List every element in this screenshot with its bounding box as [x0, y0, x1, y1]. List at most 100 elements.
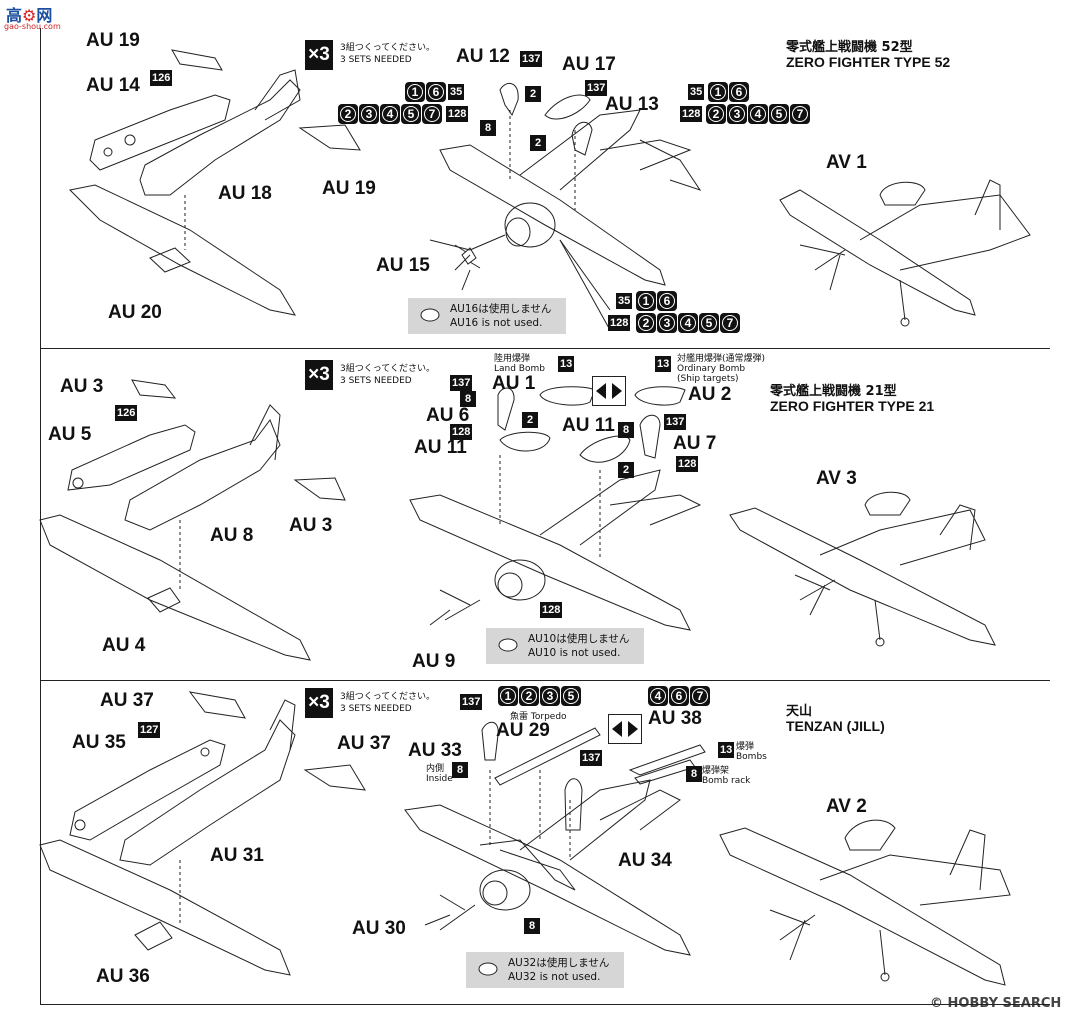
- s2-label-au11-left: AU 11: [414, 437, 467, 458]
- s2-fuselage-parts: [39, 379, 346, 661]
- s1-circles-a3: 1 6: [636, 291, 677, 311]
- s2-label-au5: AU 5: [48, 424, 92, 445]
- s2-badge-8b: 8: [618, 422, 634, 438]
- circled-number: 2: [519, 686, 539, 706]
- s1-fuselage-parts: [68, 49, 361, 316]
- s3-badge-137a: 137: [460, 694, 483, 710]
- s3-label-au38: AU 38: [648, 708, 702, 729]
- s1-circles-b1: 2 3 4 5 7: [338, 104, 442, 124]
- s2-title-en: ZERO FIGHTER TYPE 21: [770, 398, 935, 414]
- s2-label-au3-top: AU 3: [60, 376, 104, 397]
- s1-sets-en: 3 SETS NEEDED: [340, 55, 412, 65]
- s2-unused-note: AU10は使用しません AU10 is not used.: [486, 628, 644, 664]
- circled-number: 6: [669, 686, 689, 706]
- s1-label-au12: AU 12: [456, 46, 510, 67]
- s3-label-au36: AU 36: [96, 966, 150, 987]
- s3-label-au34: AU 34: [618, 850, 672, 871]
- s2-badge-128c: 128: [540, 602, 563, 618]
- circled-number: 2: [706, 104, 726, 124]
- s2-label-au9: AU 9: [412, 651, 456, 672]
- s2-badge-8a: 8: [460, 391, 476, 407]
- s3-title-jp: 天山: [786, 704, 813, 719]
- s3-label-au30: AU 30: [352, 918, 406, 939]
- s2-label-au2: AU 2: [688, 384, 732, 405]
- s3-circles-b: 4 6 7: [648, 686, 710, 706]
- s2-title-jp: 零式艦上戦闘機 21型: [770, 384, 897, 399]
- s1-circles-b2: 2 3 4 5 7: [706, 104, 810, 124]
- circled-number: 1: [708, 82, 728, 102]
- circled-number: 3: [727, 104, 747, 124]
- circled-number: 7: [422, 104, 442, 124]
- s3-inside-jp: 内側: [426, 764, 445, 774]
- s2-label-au1: AU 1: [492, 373, 536, 394]
- s2-sets-en: 3 SETS NEEDED: [340, 376, 412, 386]
- circled-number: 6: [657, 291, 677, 311]
- s1-title-en: ZERO FIGHTER TYPE 52: [786, 54, 951, 70]
- s3-badge-127: 127: [138, 722, 161, 738]
- s2-badge-137b: 137: [664, 414, 687, 430]
- s3-note-jp: AU32は使用しません: [508, 957, 610, 969]
- s2-label-au3-right: AU 3: [289, 515, 333, 536]
- circled-number: 4: [678, 313, 698, 333]
- s3-multiplier: ×3: [305, 688, 333, 718]
- s2-badge-137a: 137: [450, 375, 473, 391]
- s1-badge-35a: 35: [448, 84, 465, 100]
- s3-badge-8a: 8: [452, 762, 468, 778]
- circled-number: 7: [690, 686, 710, 706]
- s1-sets-jp: 3組つくってください。: [340, 43, 436, 53]
- s2-center-plane: [409, 455, 702, 631]
- s2-land-bomb-jp: 陸用爆弾: [494, 354, 531, 364]
- swap-arrows-icon: [592, 376, 626, 406]
- s3-badge-13: 13: [718, 742, 735, 758]
- s3-sets-en: 3 SETS NEEDED: [340, 704, 412, 714]
- circled-number: 6: [426, 82, 446, 102]
- s1-label-au15: AU 15: [376, 255, 430, 276]
- s3-torpedo-en: Torpedo: [530, 712, 567, 722]
- s3-label-au31: AU 31: [210, 845, 264, 866]
- s1-circles-a1: 1 6: [405, 82, 446, 102]
- s1-label-au19-right: AU 19: [322, 178, 376, 199]
- s3-label-av2: AV 2: [826, 796, 867, 817]
- s1-label-au14: AU 14: [86, 75, 140, 96]
- s1-unused-note: AU16は使用しません AU16 is not used.: [408, 298, 566, 334]
- s2-ship-bomb-en1: Ordinary Bomb: [677, 364, 746, 374]
- watermark-bottom: © HOBBY SEARCH: [930, 996, 1061, 1011]
- frame-bottom: [40, 1004, 1050, 1005]
- s1-label-au13: AU 13: [605, 94, 659, 115]
- watermark-top-logo: 高⚙网: [6, 6, 53, 25]
- s2-label-au8: AU 8: [210, 525, 254, 546]
- s3-badge-137b: 137: [580, 750, 603, 766]
- frame-left: [40, 28, 41, 1004]
- unused-part-icon: [498, 638, 518, 652]
- s1-badge-126: 126: [150, 70, 173, 86]
- watermark-brand: 高: [6, 6, 23, 25]
- s1-note-jp: AU16は使用しません: [450, 303, 552, 315]
- s2-badge-126: 126: [115, 405, 138, 421]
- s3-label-au37-right: AU 37: [337, 733, 391, 754]
- s3-badge-8c: 8: [524, 918, 540, 934]
- circled-number: 4: [380, 104, 400, 124]
- circled-number: 1: [405, 82, 425, 102]
- s2-label-av3: AV 3: [816, 468, 857, 489]
- s1-label-au17: AU 17: [562, 54, 616, 75]
- s2-land-bomb-en: Land Bomb: [494, 364, 545, 374]
- s2-label-au11-right: AU 11: [562, 415, 615, 436]
- s1-center-plane: [429, 109, 702, 331]
- s2-ship-bomb-en2: (Ship targets): [677, 374, 739, 384]
- circled-number: 5: [561, 686, 581, 706]
- s3-av2-plane: [719, 819, 1011, 986]
- s1-badge-128b: 128: [680, 106, 703, 122]
- s2-multiplier: ×3: [305, 360, 333, 390]
- s1-av1-plane: [779, 179, 1031, 327]
- s3-label-au37-top: AU 37: [100, 690, 154, 711]
- s2-badge-13a: 13: [558, 356, 575, 372]
- s3-bombs-en: Bombs: [736, 752, 767, 762]
- watermark-brand-bottom: HOBBY SEARCH: [947, 996, 1062, 1011]
- circled-number: 7: [790, 104, 810, 124]
- circled-number: 4: [748, 104, 768, 124]
- s2-note-jp: AU10は使用しません: [528, 633, 630, 645]
- s3-badge-8b: 8: [686, 766, 702, 782]
- s1-title-jp: 零式艦上戦闘機 52型: [786, 40, 913, 55]
